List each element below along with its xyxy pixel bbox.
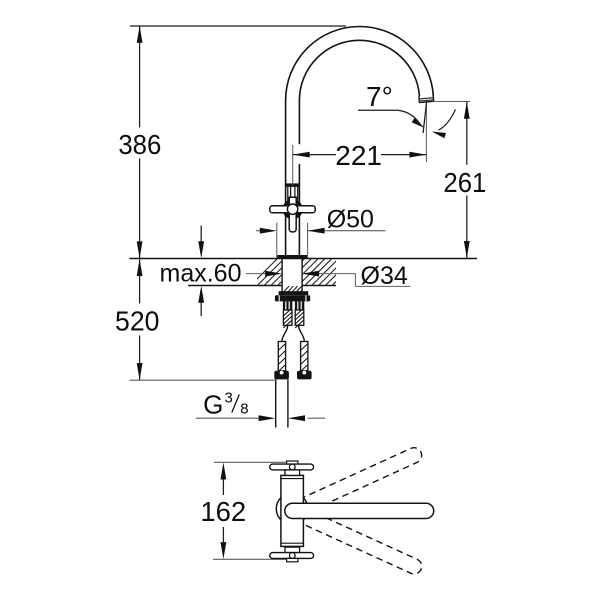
svg-text:7°: 7° <box>366 81 393 112</box>
svg-text:Ø34: Ø34 <box>361 262 408 290</box>
svg-text:386: 386 <box>118 129 161 160</box>
svg-text:162: 162 <box>200 496 246 527</box>
svg-text:261: 261 <box>443 167 486 198</box>
svg-text:520: 520 <box>115 305 159 337</box>
svg-text:Ø50: Ø50 <box>327 206 374 234</box>
svg-text:G: G <box>203 390 223 420</box>
svg-text:3: 3 <box>225 390 233 407</box>
svg-text:max.60: max.60 <box>160 260 242 288</box>
svg-text:8: 8 <box>240 401 248 418</box>
svg-text:221: 221 <box>335 140 382 171</box>
